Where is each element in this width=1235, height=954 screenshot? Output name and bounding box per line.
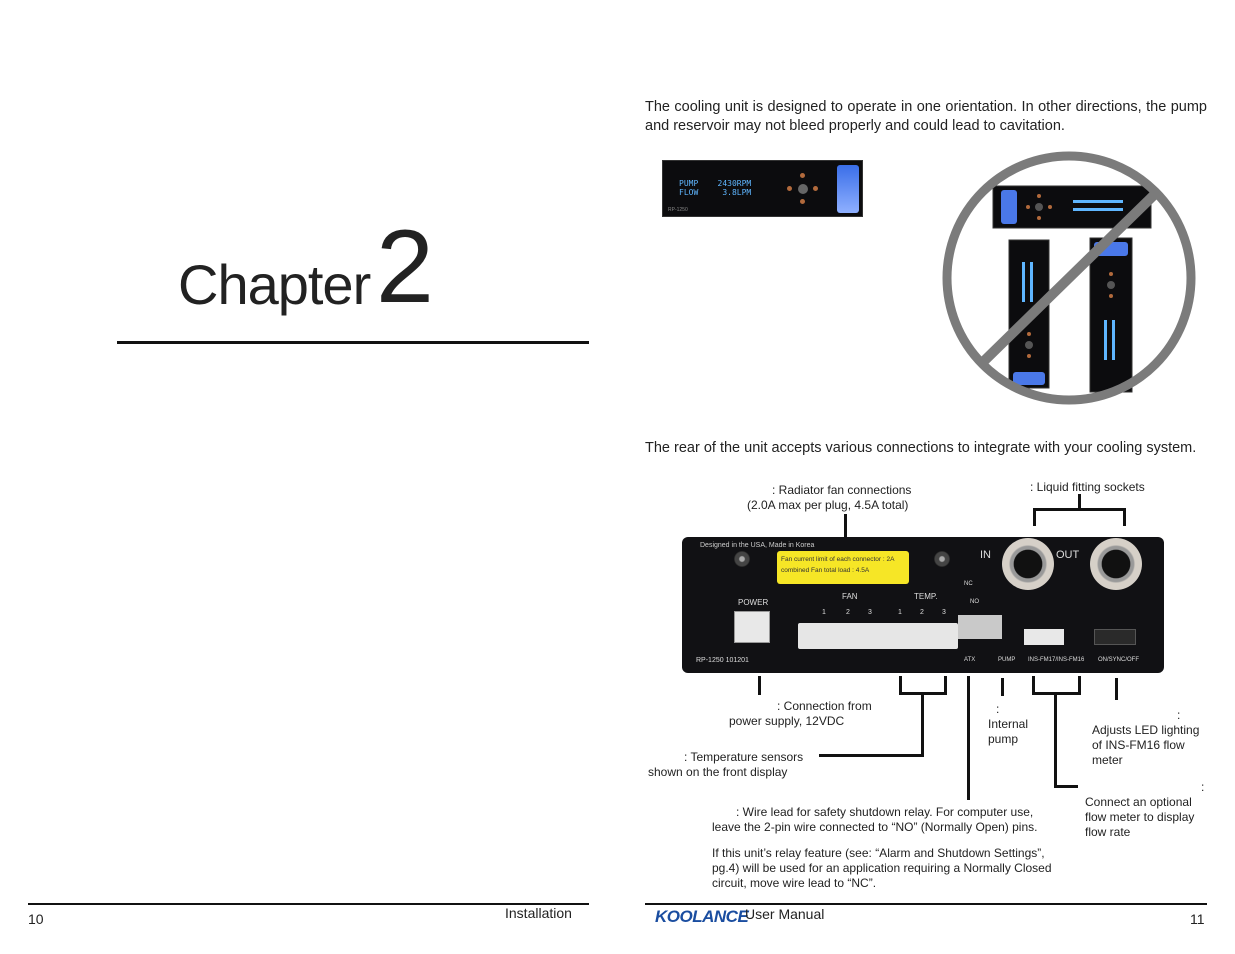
orientation-paragraph: The cooling unit is designed to operate …	[645, 99, 1207, 134]
in-label: IN	[980, 549, 991, 561]
footer-rule-left	[28, 903, 589, 905]
atx-relay-header	[958, 615, 1002, 639]
power-label: POWER	[738, 598, 769, 607]
chapter-title: Chapter	[178, 253, 371, 316]
temp-label: TEMP.	[914, 592, 938, 601]
callout-led-1: Adjusts LED lighting	[1092, 723, 1200, 737]
callout-pump-1: Internal	[988, 717, 1029, 731]
chapter-number: 2	[376, 209, 434, 325]
callout-power: : Connection from	[777, 699, 872, 713]
page-number-right: 11	[1190, 911, 1205, 927]
fan-temp-headers	[798, 623, 958, 649]
callout-temp-note: shown on the front display	[648, 765, 788, 779]
made-in-label: Designed in the USA, Made in Korea	[700, 542, 815, 549]
callout-pump-2: pump	[988, 732, 1019, 746]
page-number-left: 10	[28, 911, 44, 927]
footer-title: User Manual	[745, 906, 825, 922]
footer-rule-right	[645, 903, 1207, 905]
front-model-label: RP-1250	[668, 207, 688, 213]
callout-pump-colon: :	[996, 702, 1000, 716]
callout-flow-colon: :	[1201, 780, 1205, 794]
callout-flow-3: flow rate	[1085, 825, 1131, 839]
leader-pump	[1001, 678, 1004, 696]
leader-switch	[1115, 678, 1118, 700]
callout-relay-2: pg.4) will be used for an application re…	[712, 861, 1052, 875]
footer-section: Installation	[505, 905, 572, 921]
screw-icon	[734, 551, 750, 567]
ins-header	[1024, 629, 1064, 645]
leader-atx	[967, 676, 970, 800]
rear-panel-photo: Designed in the USA, Made in Korea Fan c…	[682, 537, 1164, 673]
liquid-socket-in-icon	[1002, 538, 1054, 590]
prohibition-circle-icon	[942, 151, 1196, 405]
atx-label: ATX	[964, 657, 976, 663]
callout-flow-2: flow meter to display	[1085, 810, 1195, 824]
screw-icon	[934, 551, 950, 567]
callout-liquid: : Liquid fitting sockets	[1030, 480, 1145, 494]
chapter-divider	[117, 341, 589, 344]
callout-power-note: power supply, 12VDC	[729, 714, 845, 728]
callout-fan: : Radiator fan connections	[772, 483, 912, 497]
switch-icon	[1094, 629, 1136, 645]
front-display-photo: PUMP 2430RPM FLOW 3.8LPM RP-1250	[662, 160, 863, 217]
nc-label: NC	[964, 581, 973, 587]
rear-paragraph: The rear of the unit accepts various con…	[645, 440, 1197, 456]
fan-current-sticker: Fan current limit of each connector : 2A…	[777, 551, 909, 584]
koolance-logo: KOOLANCE	[655, 907, 749, 926]
callout-fan-note: (2.0A max per plug, 4.5A total)	[747, 498, 909, 512]
out-label: OUT	[1056, 549, 1080, 561]
prohibited-orientations-illustration	[942, 151, 1196, 405]
callout-atx-1: : Wire lead for safety shutdown relay. F…	[736, 805, 1034, 819]
no-label: NO	[970, 599, 979, 605]
rotated-display-right	[1089, 237, 1133, 393]
callout-led-2: of INS-FM16 flow	[1092, 738, 1185, 752]
power-port	[734, 611, 770, 643]
prohibition-slash-icon	[979, 190, 1159, 366]
control-buttons-icon	[787, 173, 819, 205]
flow-window-icon	[837, 165, 859, 213]
leader-power	[758, 676, 761, 695]
switch-label: ON/SYNC/OFF	[1098, 657, 1140, 663]
liquid-socket-out-icon	[1090, 538, 1142, 590]
fan-label: FAN	[842, 592, 858, 601]
lcd-readout: PUMP 2430RPM FLOW 3.8LPM	[679, 179, 752, 197]
pump-label: PUMP	[998, 657, 1016, 663]
callout-led-colon: :	[1177, 708, 1181, 722]
callout-led-3: meter	[1092, 753, 1123, 767]
callout-relay-3: circuit, move wire lead to “NC”.	[712, 876, 877, 890]
rear-model-label: RP-1250 101201	[696, 657, 749, 664]
ins-label: INS-FM17/INS-FM16	[1028, 657, 1085, 663]
callout-relay-1: If this unit’s relay feature (see: “Alar…	[712, 846, 1045, 860]
callout-flow-1: Connect an optional	[1085, 795, 1192, 809]
callout-temp: : Temperature sensors	[684, 750, 804, 764]
callout-atx-2: leave the 2-pin wire connected to “NO” (…	[712, 820, 1038, 834]
